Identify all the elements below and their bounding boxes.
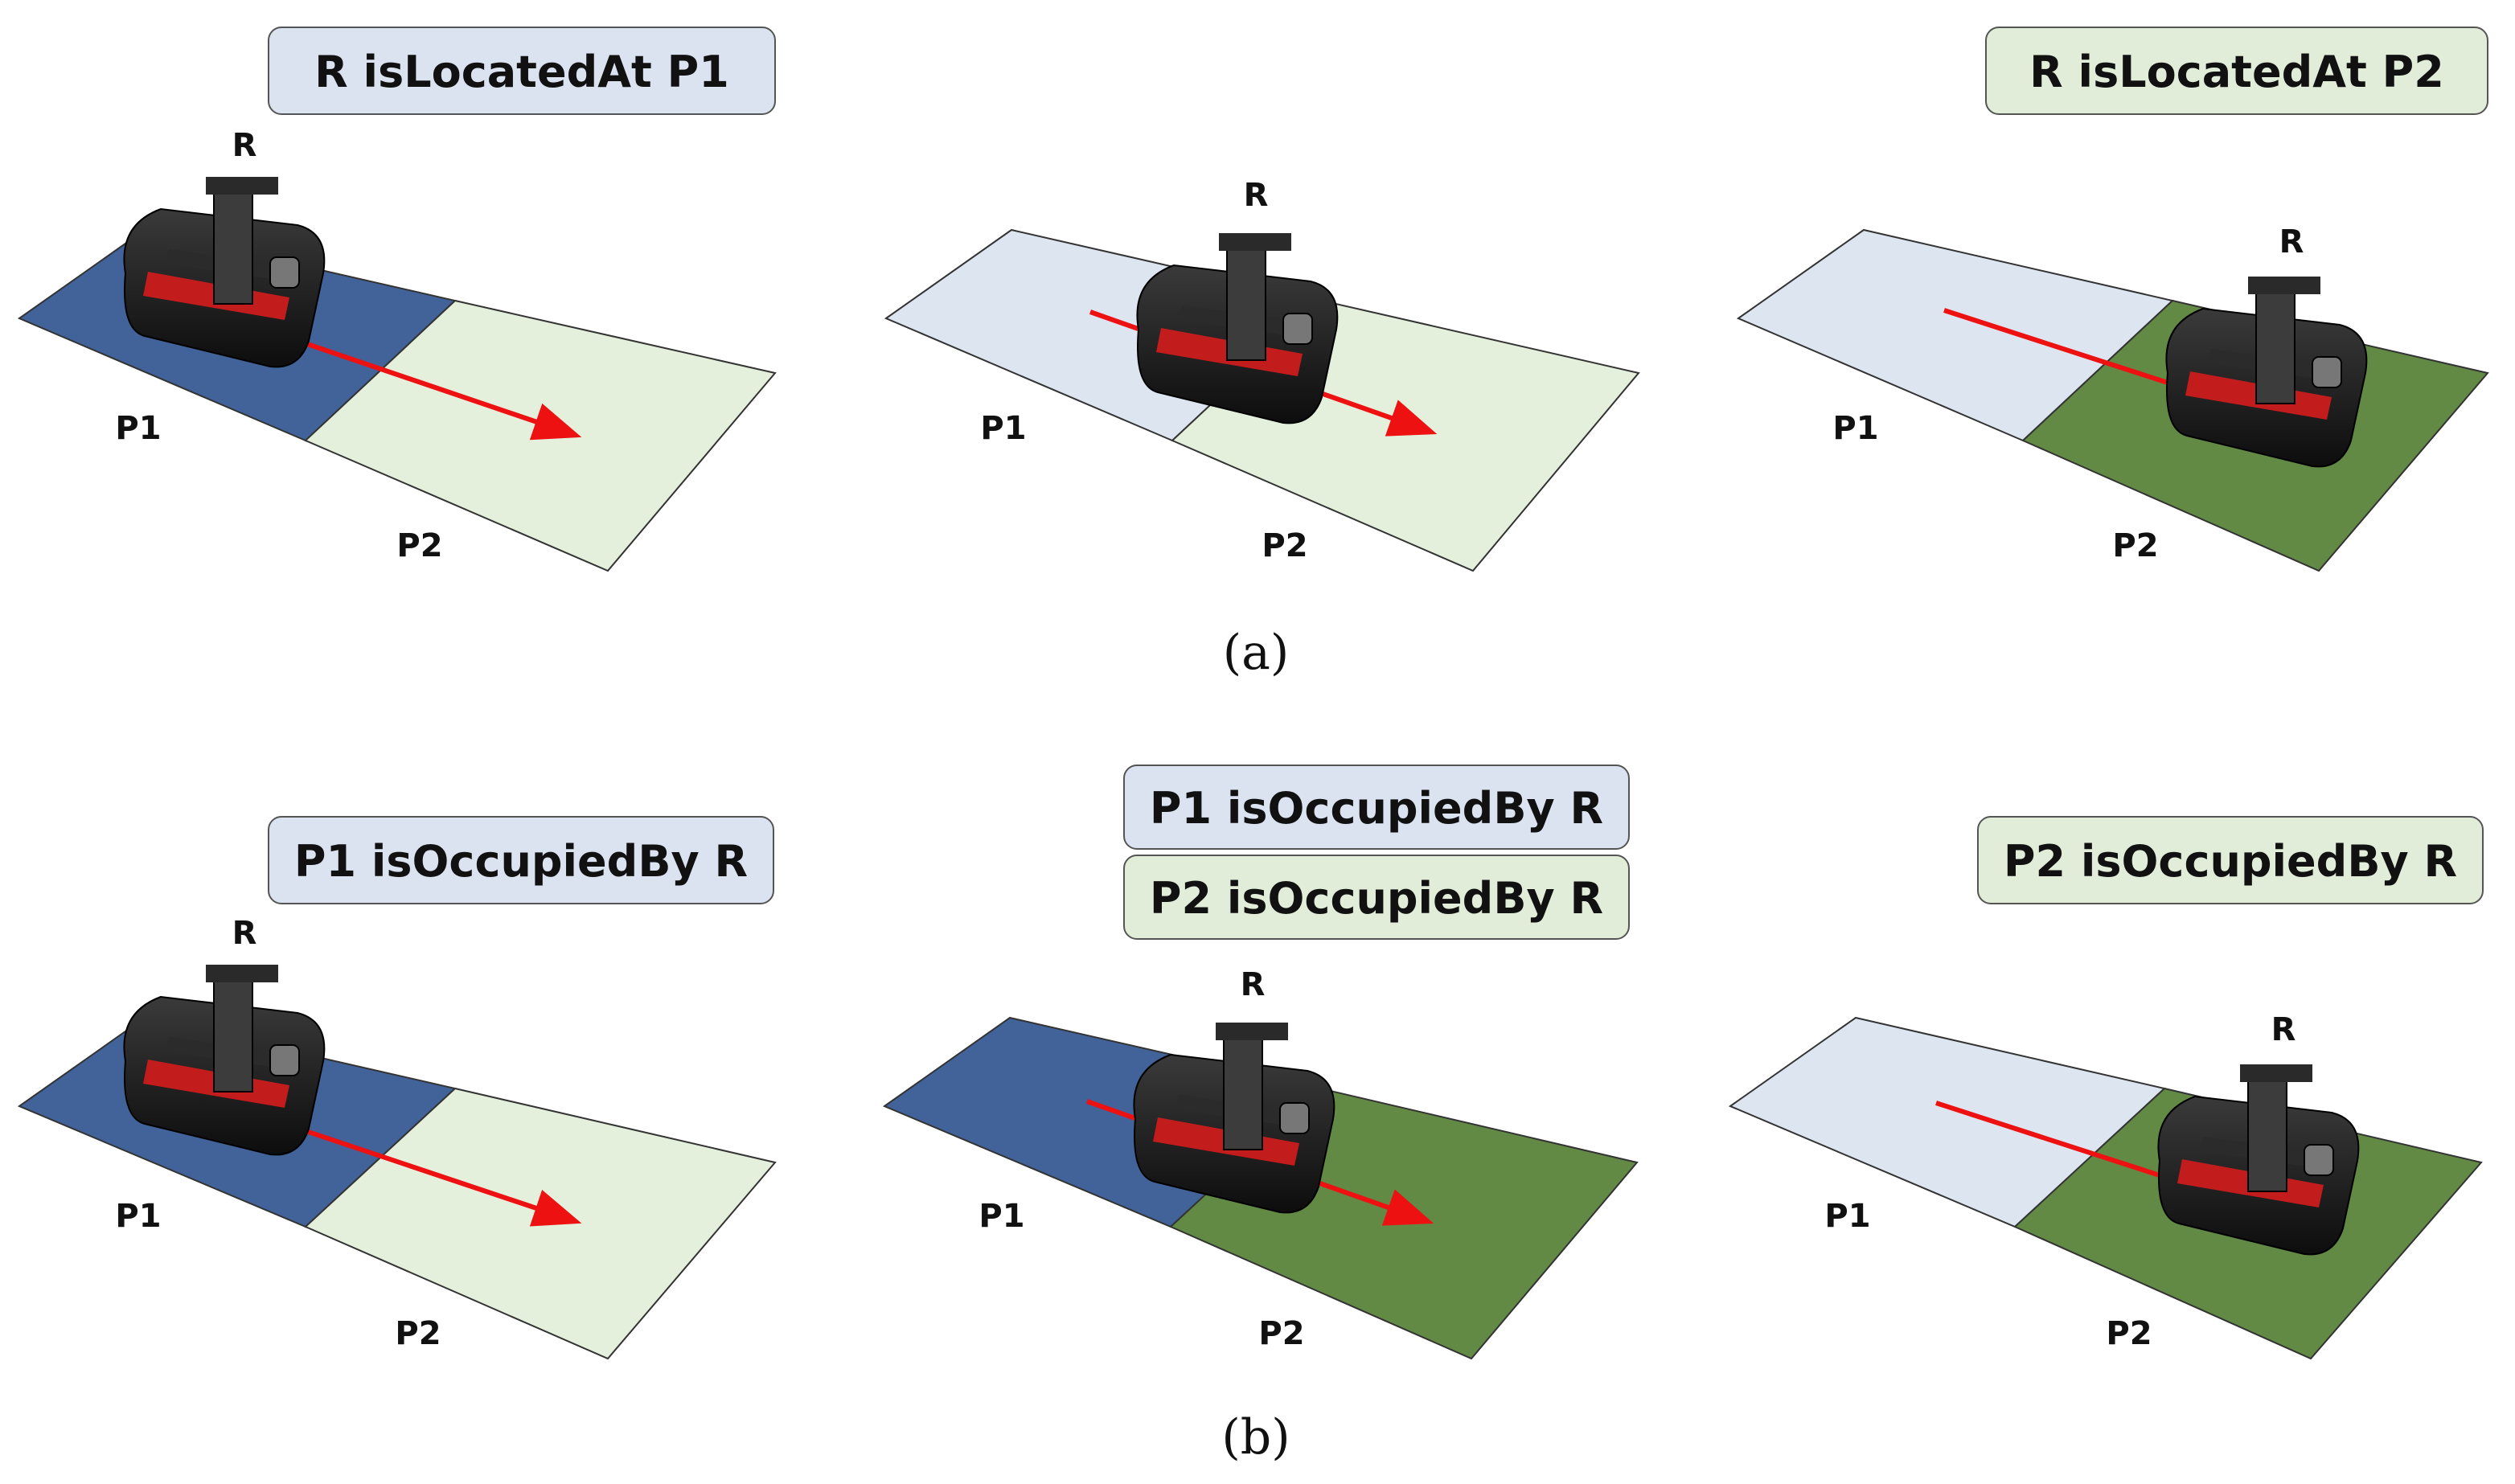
badge-text: P2 isOccupiedBy R [1150,873,1603,924]
place-p2-label: P2 [1262,527,1307,564]
place-p1-label: P1 [1832,410,1878,447]
panel-b3: P2 isOccupiedBy R R P1 P2 [1728,816,2484,1360]
place-p1-label: P1 [115,410,161,447]
robot [123,965,326,1156]
badge-text: P1 isOccupiedBy R [294,836,748,887]
robot-label: R [232,915,257,952]
place-p2-label: P2 [2112,527,2158,564]
robot-label: R [232,127,257,164]
place-p1-label: P1 [980,410,1026,447]
caption-b: (b) [1221,1409,1290,1466]
badge-text: R isLocatedAt P2 [2029,47,2444,97]
badge-box [1977,816,2484,904]
place-p1-label: P1 [979,1198,1024,1235]
panel-a3: R isLocatedAt P2 R P1 P2 [1736,27,2489,572]
badge-text: R isLocatedAt P1 [314,47,729,97]
place-p2-label: P2 [2106,1315,2152,1352]
badge-text: P1 isOccupiedBy R [1150,783,1603,834]
caption-a: (a) [1223,625,1290,681]
place-p1-label: P1 [1824,1198,1870,1235]
badge-box [268,27,776,115]
panel-a2: R P1 P2 [884,177,1640,572]
badge: P1 isOccupiedBy R [1123,765,1630,850]
robot-label: R [2271,1011,2296,1048]
panel-b2: P1 isOccupiedBy R P2 isOccupiedBy R R P1… [882,765,1639,1360]
robot [1133,1023,1335,1214]
badge-text: P2 isOccupiedBy R [2004,836,2457,887]
badge: R isLocatedAt P1 [268,27,776,115]
badge: P2 isOccupiedBy R [1977,816,2484,904]
panel-a1: R isLocatedAt P1 R P1 P2 [17,27,777,572]
badge-box [1123,765,1630,850]
badge: P2 isOccupiedBy R [1123,855,1630,940]
badge: R isLocatedAt P2 [1985,27,2488,115]
badge-box [1123,855,1630,940]
place-p2-label: P2 [1258,1315,1304,1352]
robot-label: R [1244,177,1269,214]
place-p1-label: P1 [115,1198,161,1235]
robot [123,177,326,368]
robot-label: R [1241,966,1266,1003]
panel-b1: P1 isOccupiedBy R R P1 P2 [17,816,777,1360]
robot [2157,1064,2360,1256]
robot-label: R [2279,223,2304,260]
robot [2165,277,2368,468]
badge: P1 isOccupiedBy R [268,816,774,904]
place-p2-label: P2 [396,527,442,564]
place-p2-label: P2 [395,1315,441,1352]
badge-box [268,816,774,904]
badge-box [1985,27,2488,115]
robot [1136,233,1339,424]
